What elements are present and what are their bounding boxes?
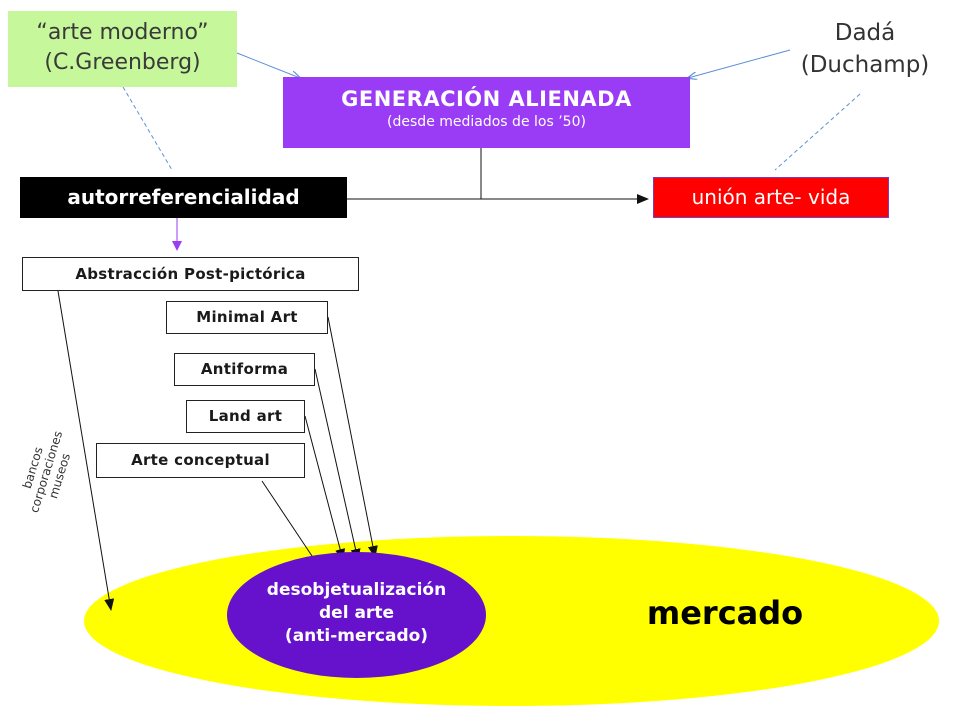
generacion-subtitle: (desde mediados de los ’50) (387, 114, 586, 130)
generacion-alienada-box: GENERACIÓN ALIENADA (desde mediados de l… (283, 77, 690, 148)
arrow-dada-to-generacion (688, 49, 791, 78)
desob-line2: del arte (319, 603, 394, 623)
desob-line1: desobjetualización (266, 580, 447, 600)
autorreferencialidad-box: autorreferencialidad (20, 177, 347, 218)
mercado-label: mercado (646, 594, 804, 632)
union-arte-vida-box: unión arte- vida (653, 177, 889, 218)
antiforma-box: Antiforma (174, 353, 315, 386)
dada-line1: Dadá (834, 20, 896, 46)
abstraccion-box: Abstracción Post-pictórica (22, 257, 359, 291)
greenberg-line2: (C.Greenberg) (44, 50, 201, 75)
arte-conceptual-box: Arte conceptual (96, 443, 305, 478)
dada-line2: (Duchamp) (800, 52, 930, 78)
generacion-title: GENERACIÓN ALIENADA (341, 87, 632, 111)
desob-line3: (anti-mercado) (284, 626, 429, 646)
dada-label: Dadá (Duchamp) (780, 17, 950, 81)
mercado-ellipse (84, 536, 939, 706)
arrow-land-to-desob (304, 415, 346, 561)
greenberg-line1: “arte moderno” (36, 20, 209, 45)
land-art-box: Land art (186, 400, 305, 433)
arrow-antiforma-to-desob (314, 368, 361, 561)
minimal-art-box: Minimal Art (166, 301, 328, 334)
arrow-greenberg-to-generacion (236, 52, 300, 78)
arrow-abstraccion-to-mercado (57, 290, 115, 611)
greenberg-box: “arte moderno” (C.Greenberg) (8, 11, 237, 87)
arrow-conceptual-to-desob (261, 480, 321, 569)
desobjetualizacion-ellipse: desobjetualización del arte (anti-mercad… (227, 552, 486, 678)
dashed-greenberg-to-autorreferencialidad (122, 86, 173, 171)
arrow-minimal-to-desob (327, 316, 378, 558)
dashed-dada-to-union (774, 93, 861, 171)
